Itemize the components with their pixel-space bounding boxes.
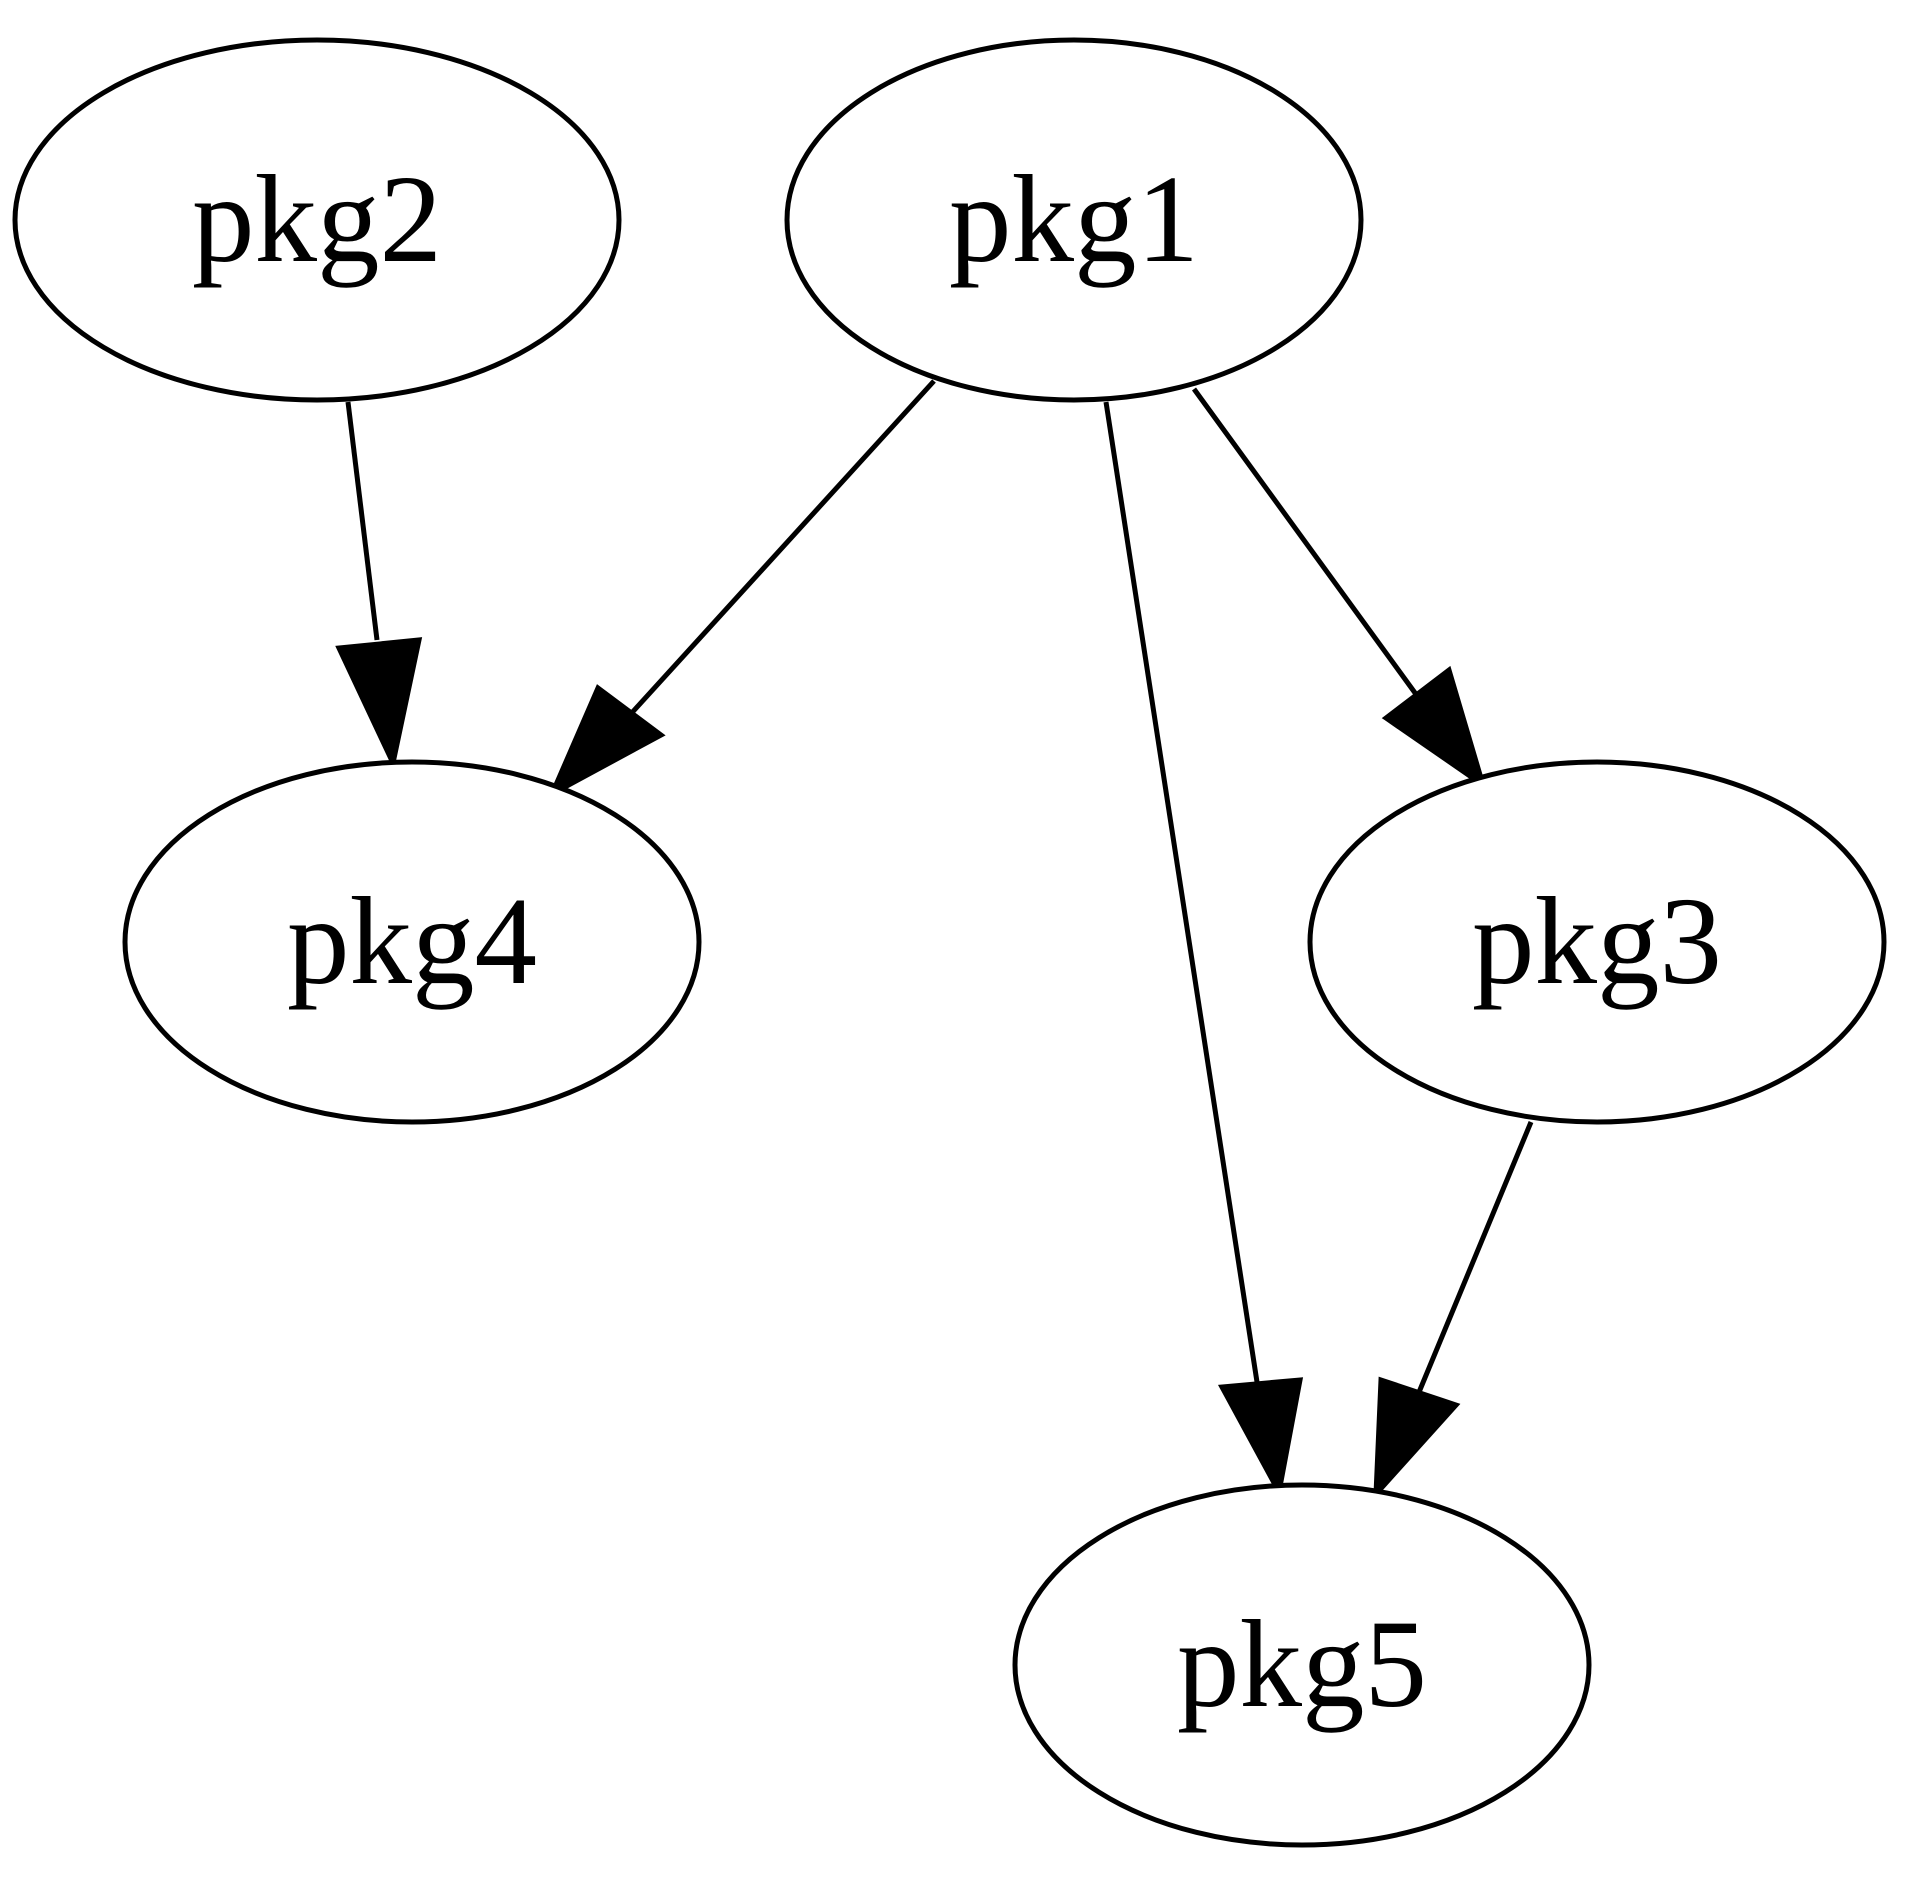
- arrowhead-pkg1-to-pkg4: [546, 684, 666, 800]
- node-pkg3[interactable]: pkg3: [1307, 759, 1887, 1125]
- node-pkg5-shape: [1012, 1482, 1592, 1848]
- edge-pkg3-to-pkg5: [1373, 1121, 1534, 1501]
- edge-line-pkg2-to-pkg4: [345, 401, 380, 641]
- node-pkg5-label: pkg5: [1177, 1596, 1427, 1734]
- edge-pkg2-to-pkg4: [335, 401, 423, 771]
- edge-pkg1-to-pkg5: [1103, 401, 1304, 1500]
- node-pkg4-label: pkg4: [287, 873, 537, 1011]
- node-pkg2[interactable]: pkg2: [12, 37, 622, 403]
- node-pkg4-shape: [122, 759, 702, 1125]
- node-pkg3-label: pkg3: [1472, 873, 1722, 1011]
- node-pkg3-shape: [1307, 759, 1887, 1125]
- node-pkg4[interactable]: pkg4: [122, 759, 702, 1125]
- node-pkg2-label: pkg2: [192, 151, 442, 289]
- node-pkg1-shape: [784, 37, 1364, 403]
- node-layer: pkg2 pkg1 pkg4 pkg3 pkg5: [12, 37, 1887, 1848]
- edge-pkg1-to-pkg3: [1191, 387, 1488, 792]
- node-pkg5[interactable]: pkg5: [1012, 1482, 1592, 1848]
- edge-line-pkg1-to-pkg5: [1103, 401, 1260, 1383]
- node-pkg1-label: pkg1: [949, 151, 1199, 289]
- arrowhead-pkg3-to-pkg5: [1373, 1376, 1461, 1501]
- arrowhead-pkg1-to-pkg5: [1217, 1377, 1304, 1500]
- edge-line-pkg1-to-pkg3: [1191, 387, 1421, 699]
- node-pkg2-shape: [12, 37, 622, 403]
- edge-line-pkg3-to-pkg5: [1414, 1121, 1534, 1398]
- edge-pkg1-to-pkg4: [546, 379, 936, 800]
- edge-layer: [335, 379, 1534, 1501]
- node-pkg1[interactable]: pkg1: [784, 37, 1364, 403]
- edge-line-pkg1-to-pkg4: [626, 379, 936, 719]
- arrowhead-pkg2-to-pkg4: [335, 637, 423, 771]
- arrowhead-pkg1-to-pkg3: [1381, 665, 1488, 792]
